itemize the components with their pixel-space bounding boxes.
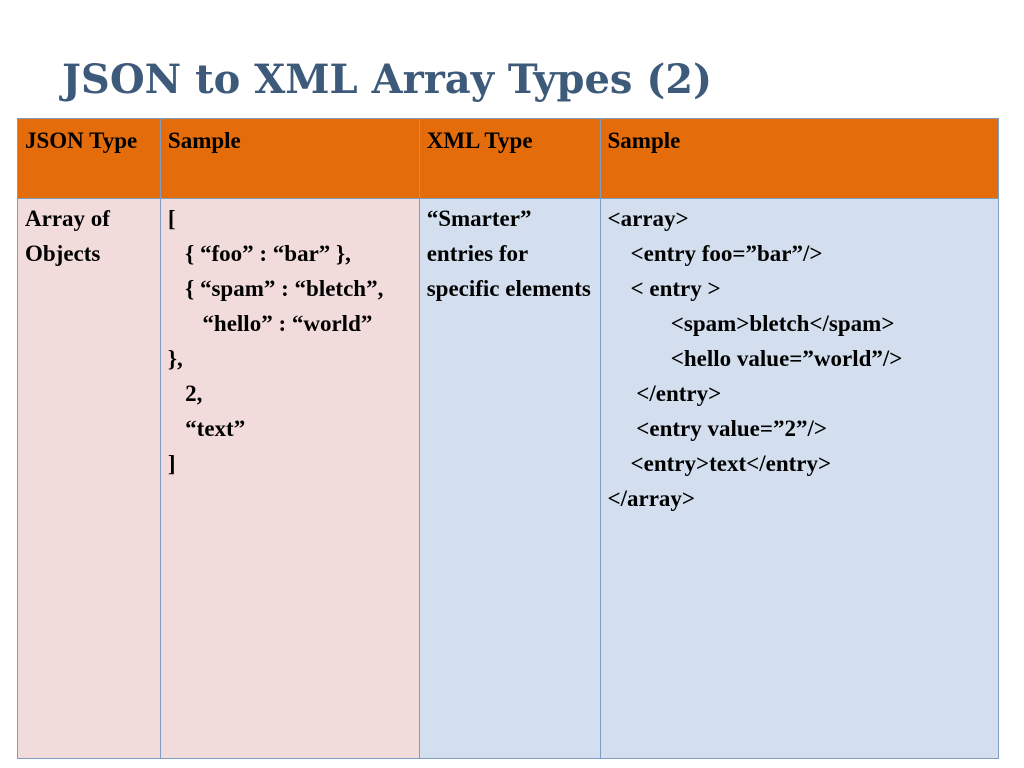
- json-sample-line: “text”: [167, 416, 246, 441]
- json-sample-line: 2,: [167, 381, 203, 406]
- xml-sample-line: </array>: [607, 486, 696, 511]
- cell-xml-type: “Smarter” entries for specific elements: [418, 198, 601, 759]
- xml-sample-line: <spam>bletch</spam>: [607, 311, 895, 336]
- header-xml-sample: Sample: [599, 118, 1000, 199]
- cell-xml-sample: <array> <entry foo=”bar”/> < entry > <sp…: [599, 198, 1000, 759]
- xml-type-text: “Smarter” entries for specific elements: [426, 206, 591, 301]
- header-json-type: JSON Type: [17, 118, 161, 199]
- xml-sample-line: < entry >: [607, 276, 721, 301]
- json-sample-line: ]: [167, 451, 176, 476]
- json-sample-line: },: [167, 346, 183, 371]
- cell-json-sample: [ { “foo” : “bar” }, { “spam” : “bletch”…: [159, 198, 420, 759]
- json-sample-line: { “foo” : “bar” },: [167, 241, 351, 266]
- json-to-xml-table: JSON Type Sample XML Type Sample Array o…: [17, 118, 1000, 759]
- slide-title: JSON to XML Array Types (2): [62, 56, 713, 103]
- json-sample-line: [: [167, 206, 176, 231]
- header-json-sample: Sample: [159, 118, 420, 199]
- header-row: JSON Type Sample XML Type Sample: [17, 118, 1000, 199]
- xml-sample-line: <array>: [607, 206, 689, 231]
- xml-sample-line: <entry foo=”bar”/>: [607, 241, 823, 266]
- table-row: Array of Objects [ { “foo” : “bar” }, { …: [17, 198, 1000, 759]
- xml-sample-line: </entry>: [607, 381, 722, 406]
- cell-json-type: Array of Objects: [17, 198, 161, 759]
- json-sample-line: { “spam” : “bletch”,: [167, 276, 384, 301]
- xml-sample-line: <entry value=”2”/>: [607, 416, 827, 441]
- json-sample-line: “hello” : “world”: [167, 311, 373, 336]
- header-xml-type: XML Type: [418, 118, 601, 199]
- xml-sample-line: <entry>text</entry>: [607, 451, 832, 476]
- xml-sample-line: <hello value=”world”/>: [607, 346, 903, 371]
- json-type-text: Array of Objects: [25, 206, 110, 266]
